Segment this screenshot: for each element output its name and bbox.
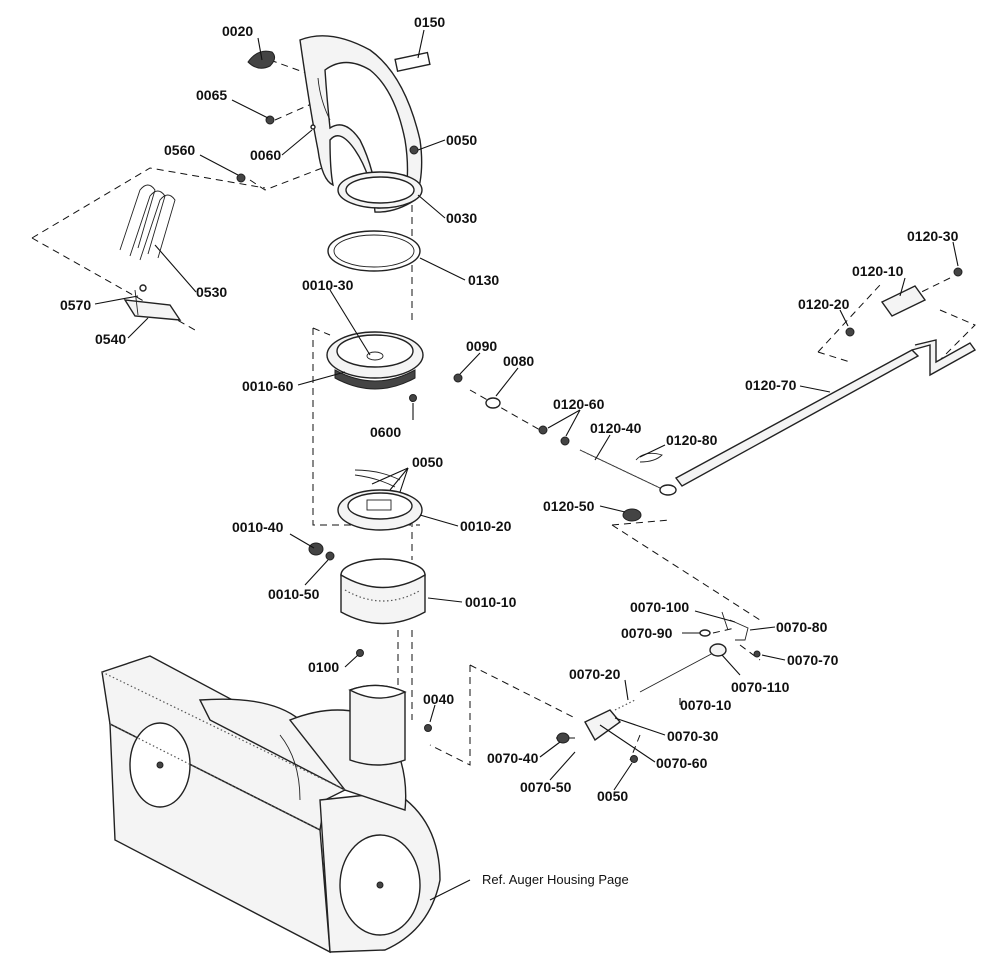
label-0120-60: 0120-60 bbox=[553, 396, 605, 412]
reference-note: Ref. Auger Housing Page bbox=[482, 872, 629, 887]
label-0010-60: 0010-60 bbox=[242, 378, 294, 394]
label-0100: 0100 bbox=[308, 659, 339, 675]
label-0070-50: 0070-50 bbox=[520, 779, 572, 795]
label-0120-70: 0120-70 bbox=[745, 377, 797, 393]
label-0010-10: 0010-10 bbox=[465, 594, 517, 610]
label-0070-40: 0070-40 bbox=[487, 750, 539, 766]
label-0030: 0030 bbox=[446, 210, 477, 226]
label-0560: 0560 bbox=[164, 142, 195, 158]
discharge-chute bbox=[247, 35, 431, 213]
auger-housing bbox=[101, 655, 441, 954]
chute-ring-assembly bbox=[326, 331, 424, 390]
label-0130: 0130 bbox=[468, 272, 499, 288]
label-0050-mid: 0050 bbox=[412, 454, 443, 470]
label-0020: 0020 bbox=[222, 23, 253, 39]
label-0010-40: 0010-40 bbox=[232, 519, 284, 535]
cable-guide-bracket bbox=[119, 184, 182, 321]
chute-flange bbox=[337, 469, 423, 531]
part-labels: 0020 0150 0065 0050 0060 0560 0030 0130 … bbox=[60, 14, 959, 887]
label-0010-50: 0010-50 bbox=[268, 586, 320, 602]
label-0060: 0060 bbox=[250, 147, 281, 163]
label-0070-100: 0070-100 bbox=[630, 599, 689, 615]
label-0070-90: 0070-90 bbox=[621, 625, 673, 641]
label-0540: 0540 bbox=[95, 331, 126, 347]
label-0050-bottom: 0050 bbox=[597, 788, 628, 804]
label-0070-70: 0070-70 bbox=[787, 652, 839, 668]
label-0150: 0150 bbox=[414, 14, 445, 30]
label-0600: 0600 bbox=[370, 424, 401, 440]
label-0120-10: 0120-10 bbox=[852, 263, 904, 279]
label-0010-30: 0010-30 bbox=[302, 277, 354, 293]
label-0120-50: 0120-50 bbox=[543, 498, 595, 514]
label-0070-10: 0070-10 bbox=[680, 697, 732, 713]
label-0040: 0040 bbox=[423, 691, 454, 707]
label-0070-80: 0070-80 bbox=[776, 619, 828, 635]
label-0570: 0570 bbox=[60, 297, 91, 313]
label-0090: 0090 bbox=[466, 338, 497, 354]
label-0120-20: 0120-20 bbox=[798, 296, 850, 312]
label-0070-30: 0070-30 bbox=[667, 728, 719, 744]
label-0050-top: 0050 bbox=[446, 132, 477, 148]
crank-assembly bbox=[579, 285, 977, 522]
label-0530: 0530 bbox=[196, 284, 227, 300]
label-0070-110: 0070-110 bbox=[731, 679, 790, 695]
label-0065: 0065 bbox=[196, 87, 227, 103]
gear-ring bbox=[308, 542, 426, 625]
label-0120-80: 0120-80 bbox=[666, 432, 718, 448]
label-0070-60: 0070-60 bbox=[656, 755, 708, 771]
label-0010-20: 0010-20 bbox=[460, 518, 512, 534]
gasket bbox=[327, 230, 421, 272]
label-0080: 0080 bbox=[503, 353, 534, 369]
label-0070-20: 0070-20 bbox=[569, 666, 621, 682]
label-0120-40: 0120-40 bbox=[590, 420, 642, 436]
leader-lines bbox=[94, 29, 959, 901]
linkage-assembly bbox=[556, 611, 761, 744]
hardware-fasteners bbox=[236, 115, 963, 763]
label-0120-30: 0120-30 bbox=[907, 228, 959, 244]
